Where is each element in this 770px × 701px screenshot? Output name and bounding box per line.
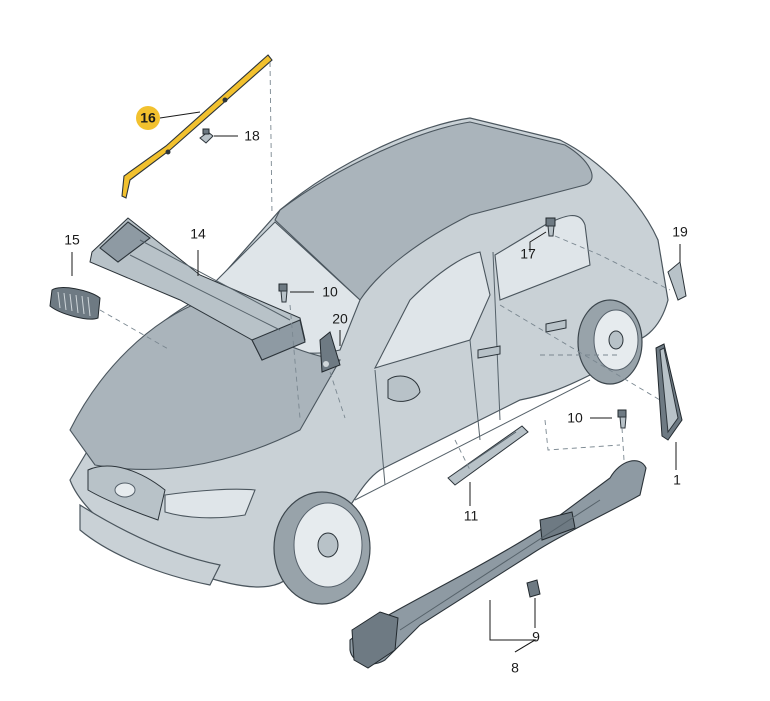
part-20-triangle-cover xyxy=(319,331,341,373)
rear-wheel xyxy=(577,299,643,385)
callout-17-label: 17 xyxy=(520,246,536,262)
part-19-rear-triangle-trim xyxy=(667,261,687,301)
callout-1-label: 1 xyxy=(673,472,681,488)
leader-lines xyxy=(71,111,681,653)
part-10-clip-lower xyxy=(617,409,627,429)
callout-16: 16 xyxy=(136,106,160,130)
part-14-scuttle-panel xyxy=(89,217,306,361)
part-11-sill-strip xyxy=(447,425,529,486)
part-18-clip xyxy=(199,128,214,144)
callout-10-lower-label: 10 xyxy=(567,410,583,426)
part-9-clip xyxy=(526,579,541,598)
callout-16-label: 16 xyxy=(140,110,156,126)
part-10-clip-upper xyxy=(278,283,288,303)
callout-18-label: 18 xyxy=(244,128,260,144)
part-1-pillar-trim xyxy=(655,343,683,441)
callout-10-upper-label: 10 xyxy=(322,284,338,300)
part-15-vent-grille xyxy=(49,287,101,320)
callout-19-label: 19 xyxy=(672,224,688,240)
door-mirror xyxy=(387,375,421,402)
callout-14-label: 14 xyxy=(190,226,206,242)
callout-11-label: 11 xyxy=(464,508,479,524)
callout-15-label: 15 xyxy=(64,232,80,248)
part-16-roof-trim-strip xyxy=(121,54,273,199)
front-door-window xyxy=(373,251,491,369)
callout-20-label: 20 xyxy=(332,311,348,327)
headlight xyxy=(164,488,256,519)
part-8-side-skirt xyxy=(349,460,647,669)
callout-9-label: 9 xyxy=(532,629,540,645)
part-17-clip xyxy=(545,217,556,237)
locator-lines xyxy=(99,61,671,471)
badge xyxy=(114,482,136,498)
callout-16-highlight xyxy=(136,106,160,130)
callout-8-label: 8 xyxy=(511,660,519,676)
front-wheel xyxy=(273,491,371,605)
